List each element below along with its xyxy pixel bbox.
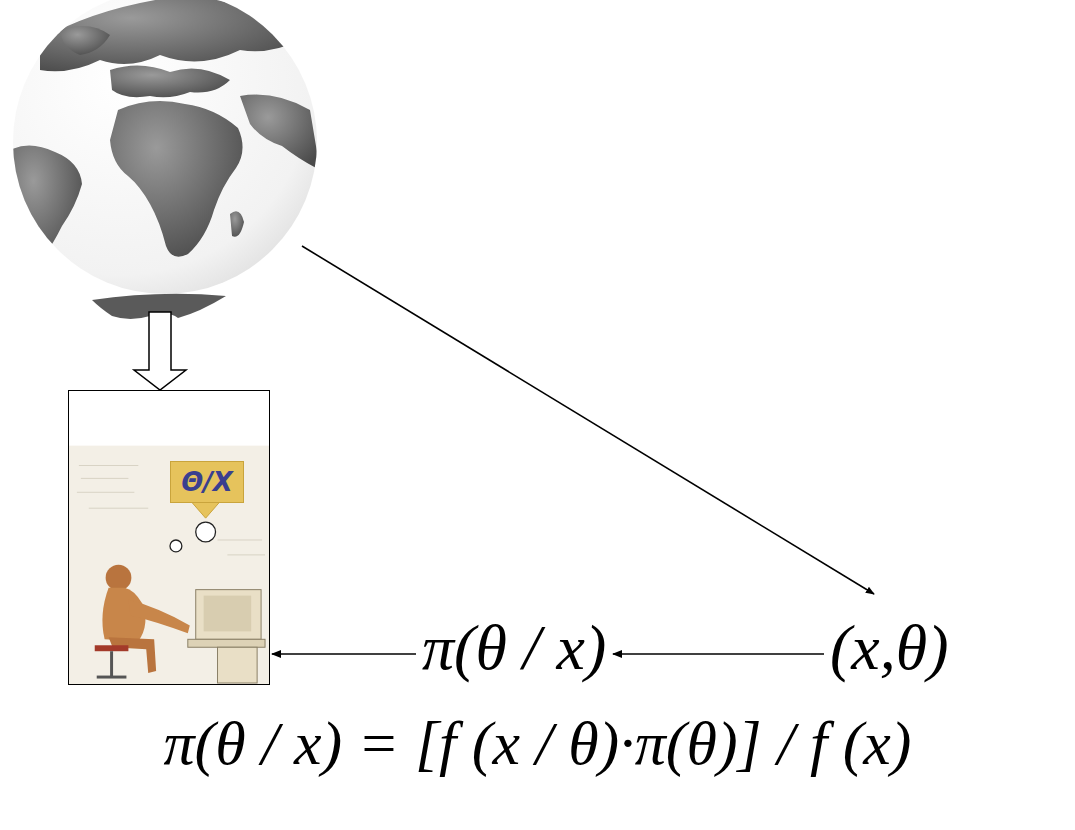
picture-frame: Θ/X (68, 390, 270, 685)
math-expression: (x,θ) (826, 612, 952, 684)
math-expression: π(θ / x) (418, 612, 610, 684)
flow-arrow (613, 653, 824, 655)
flow-arrow (272, 653, 416, 655)
posterior-node: π(θ / x) (418, 612, 611, 684)
thinker-illustration (69, 391, 269, 684)
bayes-formula: π(θ / x) = [f (x / θ)·π(θ)] / f (x) (164, 712, 912, 774)
thought-label: Θ/X (170, 461, 244, 503)
data-pair-node: (x,θ) (826, 612, 953, 684)
hollow-down-arrow (134, 312, 186, 390)
observation-line (302, 246, 874, 594)
globe (7, 0, 320, 319)
